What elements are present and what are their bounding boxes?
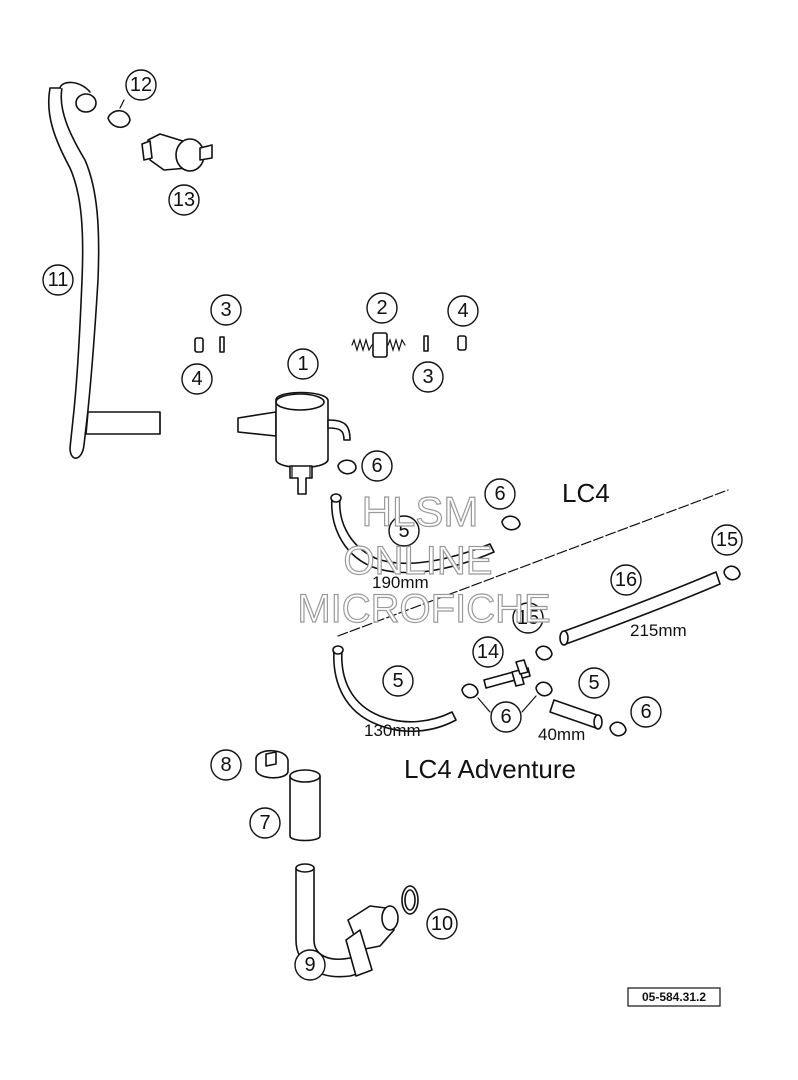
callout-6c: 6: [490, 701, 522, 733]
svg-text:5: 5: [392, 670, 403, 692]
bent-pipe-part-9: [295, 863, 399, 978]
watermark-line-1: HLSM: [362, 488, 479, 535]
reference-number: 05-584.31.2: [627, 987, 721, 1007]
watermark-line-3: MICROFICHE: [297, 587, 550, 631]
hose-clamp-part-12: [107, 99, 131, 129]
callout-4b: 4: [447, 295, 479, 327]
svg-text:6: 6: [640, 701, 651, 723]
callout-15b: 15: [512, 602, 544, 634]
hose-clamp-part-6d: [535, 681, 553, 697]
svg-text:14: 14: [477, 641, 499, 663]
callout-5b: 5: [382, 665, 414, 697]
svg-text:3: 3: [422, 366, 433, 388]
hose-clamp-part-15a: [723, 565, 741, 581]
svg-text:6: 6: [500, 706, 511, 728]
svg-text:11: 11: [48, 269, 69, 291]
hose-clamp-part-6b: [501, 515, 521, 531]
svg-text:2: 2: [376, 297, 387, 319]
callout-6a: 6: [361, 450, 393, 482]
svg-text:05-584.31.2: 05-584.31.2: [642, 990, 706, 1004]
svg-text:13: 13: [173, 189, 195, 211]
label-40mm: 40mm: [538, 725, 585, 744]
callout-5a: 5: [388, 515, 420, 547]
hose-130mm-part-5: [332, 645, 457, 733]
callout-1: 1: [287, 348, 319, 380]
hose-215mm-part-16: [559, 571, 721, 646]
label-lc4: LC4: [562, 478, 610, 508]
callout-9: 9: [294, 949, 326, 981]
clamp-part-8: [255, 749, 289, 779]
callout-13: 13: [168, 184, 200, 216]
svg-text:3: 3: [220, 299, 231, 321]
svg-text:7: 7: [259, 812, 270, 834]
hose-clamp-part-15b: [535, 645, 553, 661]
svg-text:5: 5: [588, 672, 599, 694]
label-lc4-adventure: LC4 Adventure: [404, 754, 576, 784]
svg-text:12: 12: [130, 74, 152, 96]
leader-6-left: [477, 697, 491, 713]
label-215mm: 215mm: [630, 621, 687, 640]
pin-parts-left: [194, 336, 225, 353]
svg-text:1: 1: [297, 353, 308, 375]
hose-clamp-part-6a: [337, 459, 357, 475]
callout-5c: 5: [578, 667, 610, 699]
callout-2: 2: [366, 292, 398, 324]
pin-parts-right: [423, 335, 467, 352]
callout-15a: 15: [711, 524, 743, 556]
spacer-part-2: [351, 332, 406, 358]
callout-4a: 4: [181, 363, 213, 395]
svg-text:8: 8: [220, 754, 231, 776]
air-valve-part-1: [237, 391, 351, 495]
watermark-line-2: ONLINE: [344, 539, 493, 583]
leader-6-right: [521, 695, 537, 713]
svg-text:9: 9: [304, 954, 315, 976]
svg-text:4: 4: [191, 368, 202, 390]
callout-7: 7: [249, 807, 281, 839]
valve-fitting-part-13: [141, 133, 213, 172]
t-piece-part-14: [483, 659, 531, 689]
svg-text:4: 4: [457, 300, 468, 322]
callout-16: 16: [610, 564, 642, 596]
hose-sleeve-part-7: [289, 769, 321, 842]
breather-tube-part-11: [47, 81, 161, 459]
svg-text:16: 16: [615, 569, 637, 591]
label-190mm: 190mm: [372, 573, 429, 592]
callout-8: 8: [210, 749, 242, 781]
callout-6b: 6: [484, 478, 516, 510]
hose-40mm-part-5: [549, 699, 603, 730]
callout-6d: 6: [630, 696, 662, 728]
hose-190mm-part-5: [330, 493, 495, 574]
callout-11: 11: [42, 264, 74, 296]
svg-text:6: 6: [494, 483, 505, 505]
svg-text:5: 5: [398, 520, 409, 542]
label-130mm: 130mm: [364, 721, 421, 740]
separator-line: [337, 489, 729, 637]
svg-text:15: 15: [517, 607, 539, 629]
callout-3b: 3: [412, 361, 444, 393]
hose-clamp-part-6e: [609, 721, 627, 737]
svg-text:10: 10: [431, 913, 453, 935]
svg-text:15: 15: [716, 529, 738, 551]
o-ring-part-10: [401, 885, 419, 915]
callout-14: 14: [472, 636, 504, 668]
callout-12: 12: [125, 69, 157, 101]
hose-clamp-part-6c: [461, 683, 479, 699]
callout-10: 10: [426, 908, 458, 940]
callout-3a: 3: [210, 294, 242, 326]
svg-text:6: 6: [371, 455, 382, 477]
